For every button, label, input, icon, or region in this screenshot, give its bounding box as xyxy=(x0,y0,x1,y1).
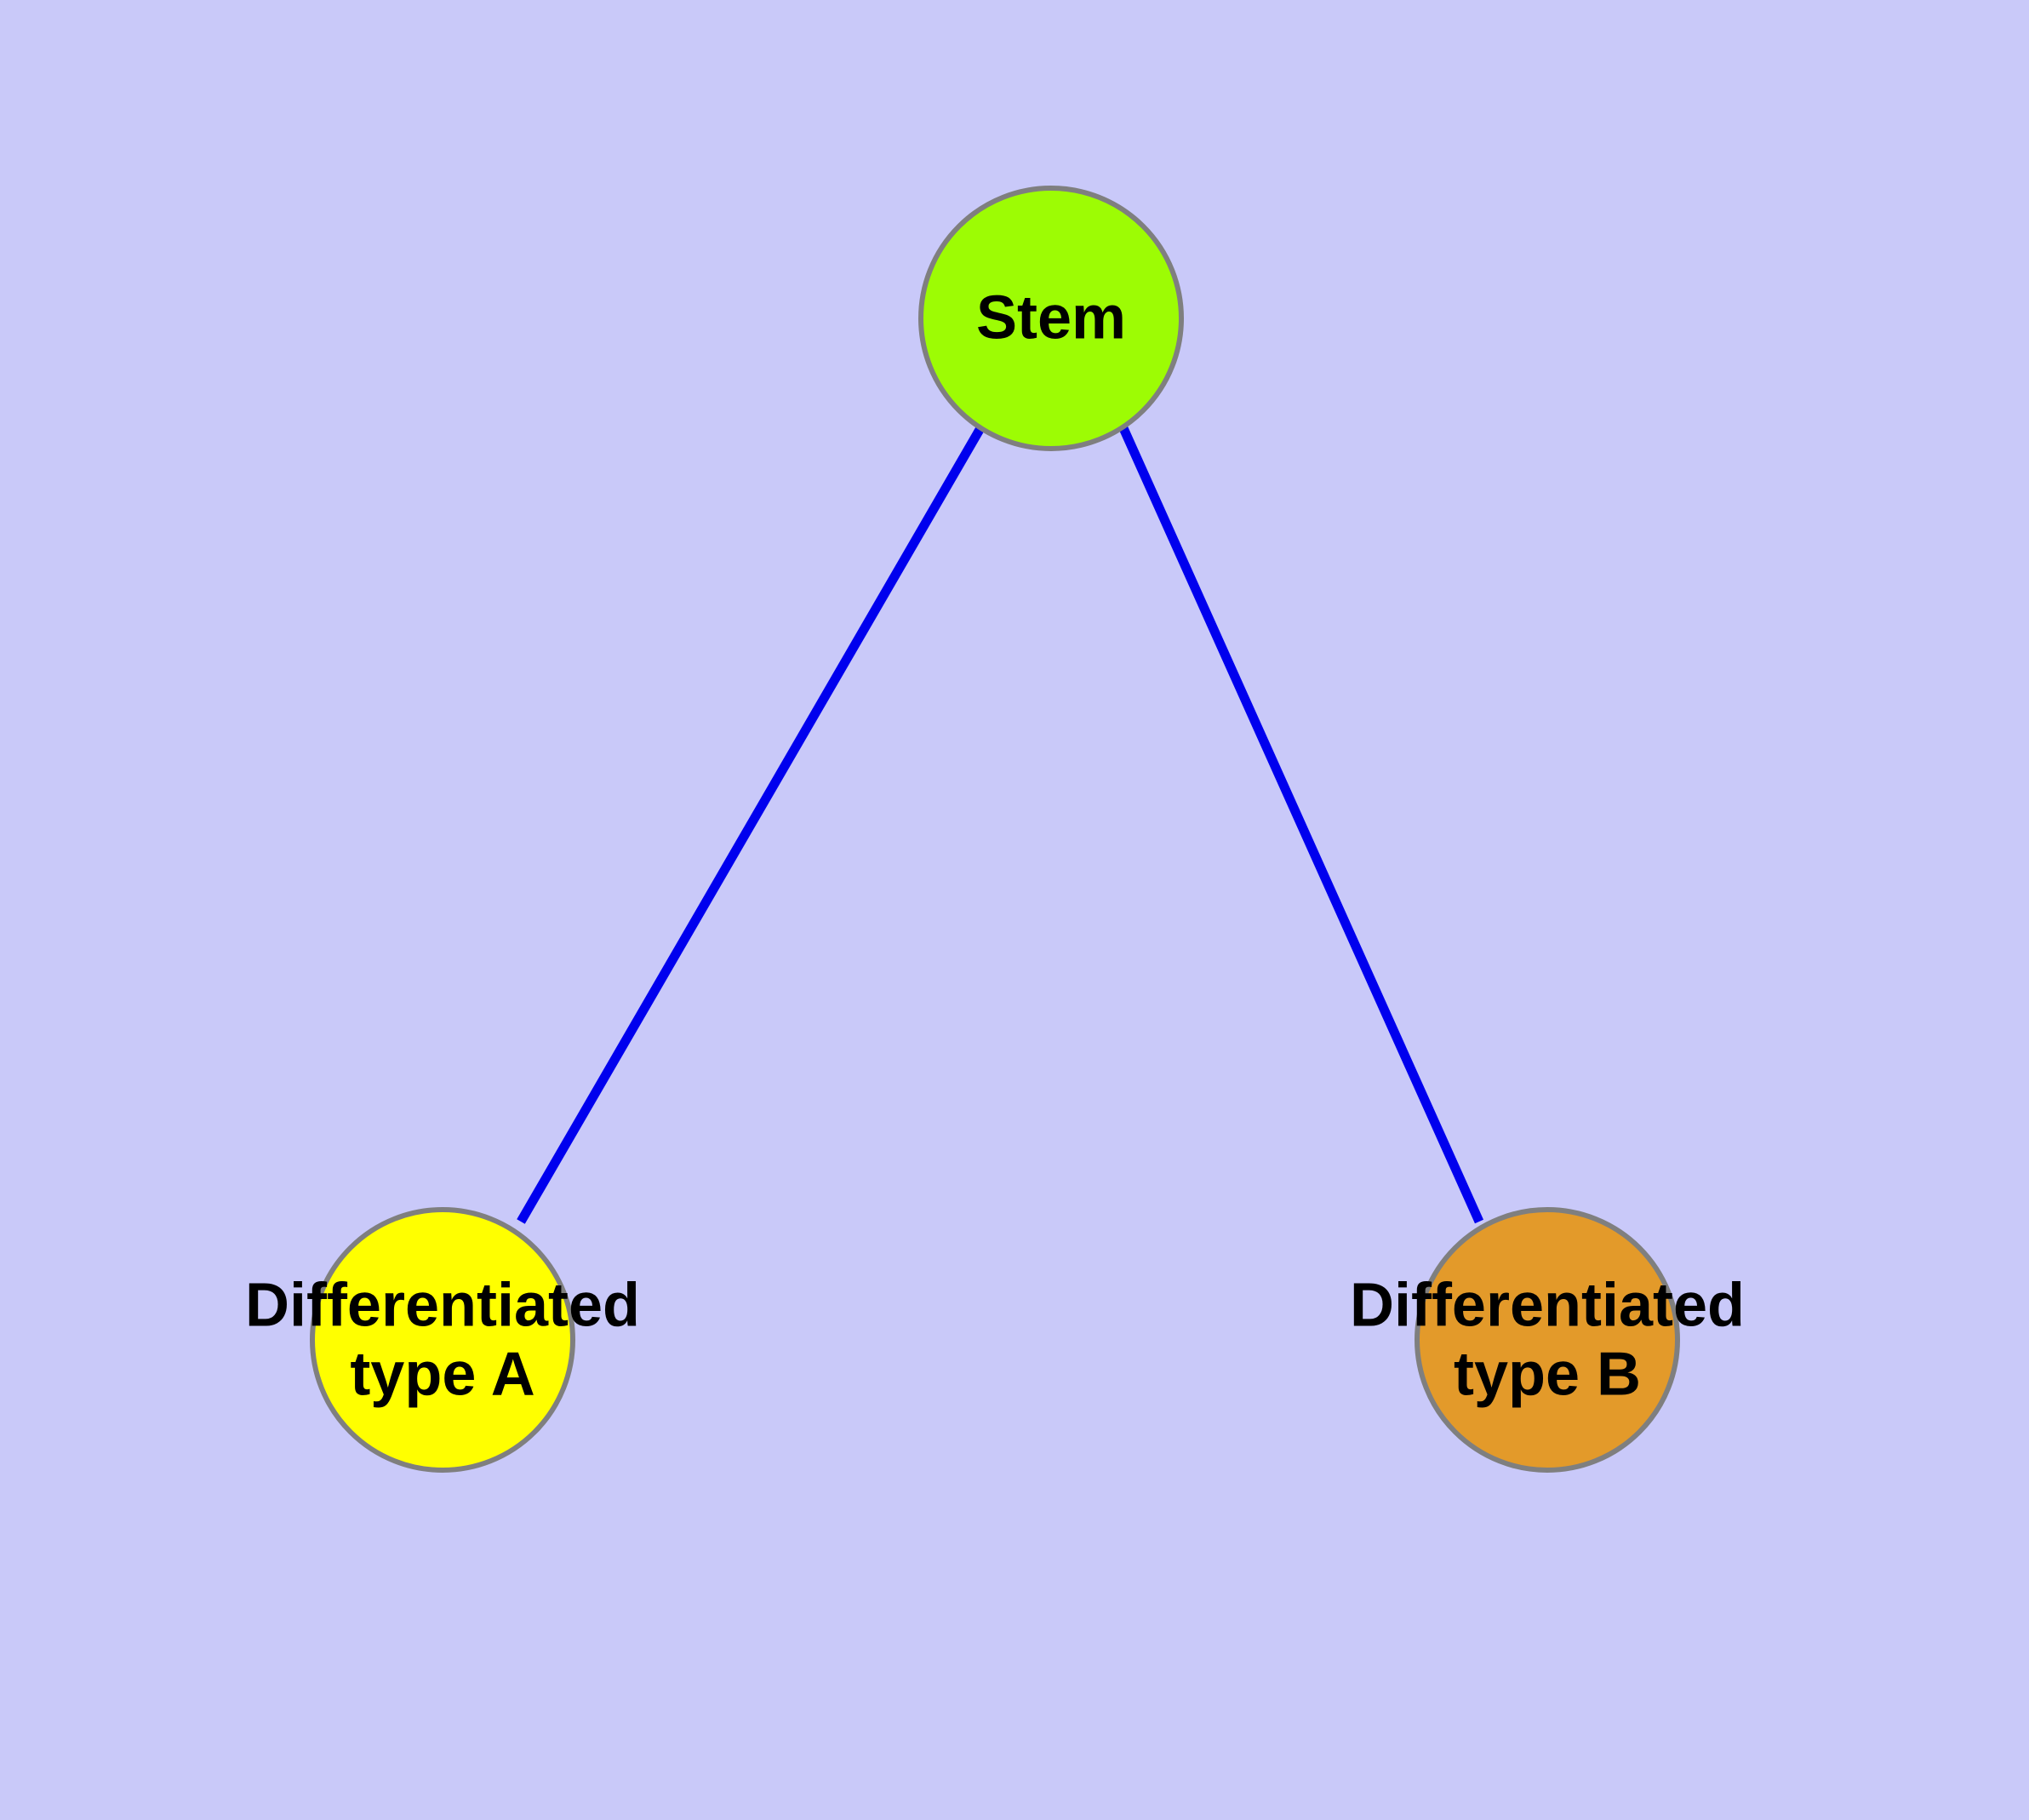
node-diff_a[interactable] xyxy=(310,1207,575,1473)
edge-stem-to-a[interactable] xyxy=(517,426,985,1224)
node-diff_b[interactable] xyxy=(1415,1207,1680,1473)
node-layer xyxy=(310,186,1680,1473)
node-stem[interactable] xyxy=(918,186,1184,451)
edge-layer xyxy=(517,426,1484,1224)
edge-stem-to-b[interactable] xyxy=(1118,426,1484,1224)
